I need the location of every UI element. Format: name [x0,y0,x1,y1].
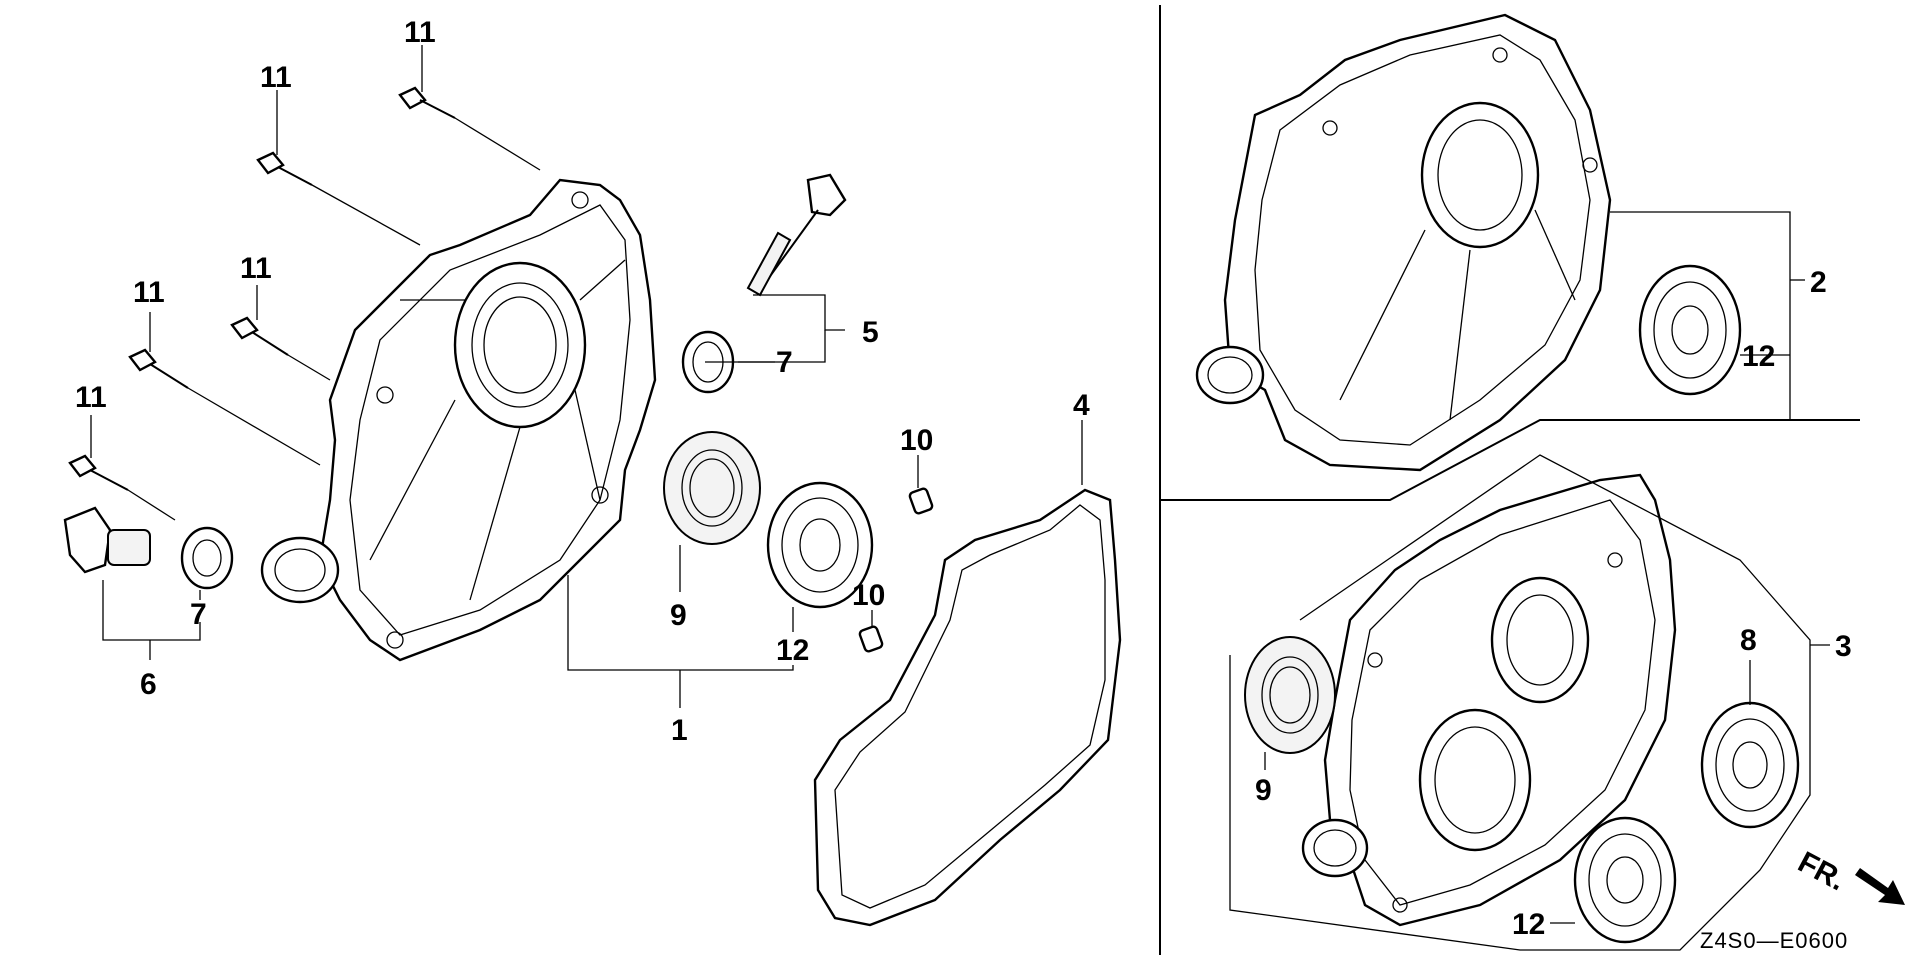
diagram-code: Z4S0—E0600 [1700,928,1848,953]
label-7-upper: 7 [776,346,793,379]
label-11-b: 11 [260,61,292,94]
bolt-b [256,151,313,186]
oil-seal-right [1244,636,1336,754]
cover-assembly-2 [1195,13,1612,472]
label-2: 2 [1810,266,1827,299]
part-labels: 11 11 11 11 11 5 7 4 10 10 9 12 1 7 6 2 … [75,16,1852,953]
leader-lines-2 [1610,211,1805,420]
label-11-a: 11 [404,16,436,49]
bolt-c [230,316,289,356]
label-11-d: 11 [133,276,165,309]
label-10-upper: 10 [900,424,933,457]
label-9-right: 9 [1255,774,1272,807]
label-12-top-right: 12 [1742,340,1775,373]
label-11-e: 11 [75,381,107,414]
bolt-a [398,86,456,119]
front-direction-arrow [1855,868,1905,905]
gasket [813,488,1122,927]
label-6: 6 [140,668,157,701]
label-3: 3 [1835,630,1852,663]
leader-lines-left [90,45,1083,708]
bolt-d [128,348,189,389]
label-10-lower: 10 [852,579,885,612]
bearing-right-12 [1573,816,1677,944]
bearing-left [766,481,874,609]
label-4: 4 [1073,389,1090,422]
bearing-top-right [1638,264,1742,396]
bearing-right-8 [1700,701,1800,829]
leader-lines-3 [1229,454,1830,951]
oil-seal-left [663,431,761,545]
dipstick [746,173,847,297]
cover-assembly-3 [1301,473,1677,927]
bolt-e [68,454,129,491]
washer-lower [180,526,234,590]
drain-plug [63,506,151,574]
label-11-c: 11 [240,252,272,285]
label-12-left: 12 [776,634,809,667]
front-direction-label: FR. [1793,846,1851,898]
crankcase-cover [260,178,657,662]
panel-dividers [1159,5,1860,955]
label-12-bottom-right: 12 [1512,908,1545,941]
label-5: 5 [862,316,879,349]
label-7-lower: 7 [190,598,207,631]
bolts [68,86,541,521]
label-8: 8 [1740,624,1757,657]
label-1: 1 [671,714,688,747]
dowel-pins [858,487,934,653]
label-9-left: 9 [670,599,687,632]
